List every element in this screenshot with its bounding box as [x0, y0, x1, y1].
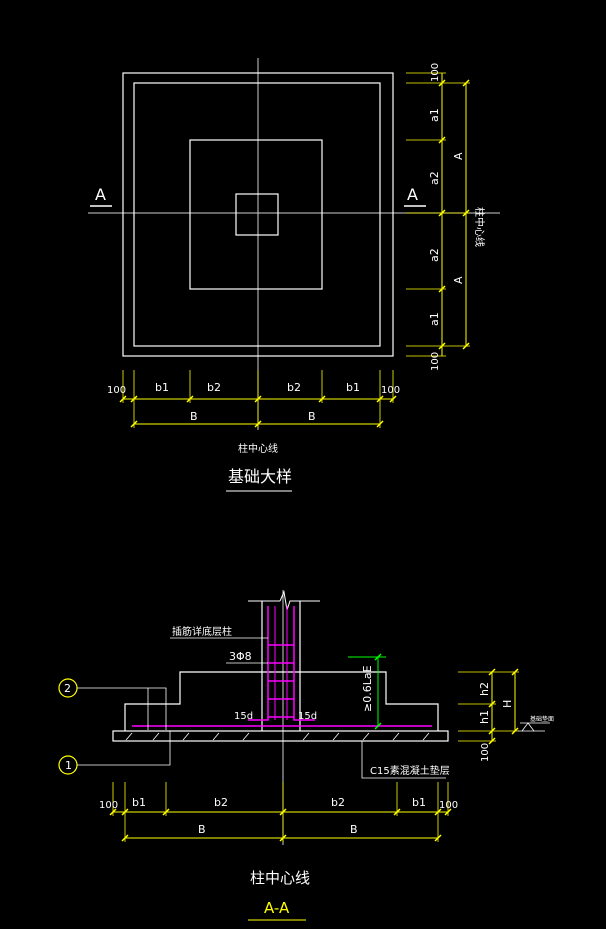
section-dim-left-100: 100: [99, 800, 118, 811]
footing-outline: [124, 671, 439, 731]
plan-dim-A-top: A: [452, 152, 465, 160]
stirrup-label: 3Φ8: [229, 650, 252, 663]
cushion-hatch: [125, 732, 430, 741]
plan-dim-a2-top: a2: [428, 171, 441, 185]
section-dim-H: H: [501, 700, 514, 708]
cushion-label: C15素混凝土垫层: [370, 764, 450, 777]
plan-dim-A-bottom: A: [452, 276, 465, 284]
plan-view: A A 100 a1 a2: [88, 58, 500, 492]
section-dim-100: 100: [480, 743, 491, 762]
plan-column-outline: [235, 193, 279, 236]
plan-dim-b1-right: b1: [346, 381, 360, 394]
section-dim-right-100: 100: [439, 800, 458, 811]
anchorage-dimension: [348, 653, 386, 730]
grade-mark: [518, 722, 550, 732]
section-dim-h1: h1: [478, 710, 491, 724]
section-right-dimensions: [458, 668, 519, 745]
plan-dim-a2-bottom: a2: [428, 248, 441, 262]
plan-dim-left-100: 100: [107, 385, 126, 396]
anchorage-label: ≥0.6LaE: [361, 665, 374, 712]
plan-step-outline: [189, 139, 323, 290]
plan-bottom-dimensions: [119, 370, 397, 428]
column-rebar-label: 插筋详底层柱: [172, 625, 232, 638]
plan-dim-a1-top: a1: [428, 108, 441, 122]
plan-dim-B-right: B: [308, 410, 316, 423]
plan-dim-top-100: 100: [430, 63, 441, 82]
section-dim-b1-right: b1: [412, 796, 426, 809]
grade-label: 基础垫面: [530, 715, 554, 723]
hook-label-left: 15d: [234, 711, 253, 722]
plan-dim-right-100: 100: [381, 385, 400, 396]
rebar: [132, 606, 432, 727]
section-mark-right: A: [407, 185, 418, 204]
plan-dim-a1-bottom: a1: [428, 312, 441, 326]
plan-dim-B-left: B: [190, 410, 198, 423]
section-view: 插筋详底层柱 3Φ8 15d 15d ≥0.6LaE 2 1: [58, 590, 554, 921]
section-dim-b2-left: b2: [214, 796, 228, 809]
plan-dim-bottom-100: 100: [430, 352, 441, 371]
plan-dim-b2-right: b2: [287, 381, 301, 394]
section-title: 柱中心线: [250, 869, 310, 887]
section-mark-left: A: [95, 185, 106, 204]
plan-right-dimensions: [406, 72, 470, 357]
plan-center-line-label: 柱中心线: [473, 207, 486, 247]
plan-dim-b2-left: b2: [207, 381, 221, 394]
section-dim-h2: h2: [478, 682, 491, 696]
plan-footing-outline: [133, 82, 381, 347]
plan-cushion-outline: [122, 72, 394, 357]
section-dim-B-right: B: [350, 823, 358, 836]
callout-2-label: 2: [64, 682, 71, 695]
section-dim-b1-left: b1: [132, 796, 146, 809]
plan-title-small: 柱中心线: [238, 442, 278, 455]
section-dim-b2-right: b2: [331, 796, 345, 809]
section-dim-B-left: B: [198, 823, 206, 836]
callout-1-label: 1: [65, 759, 72, 772]
section-bottom-dimensions: [109, 782, 452, 842]
plan-dim-b1-left: b1: [155, 381, 169, 394]
cushion-layer: [112, 730, 449, 742]
plan-title: 基础大样: [228, 467, 292, 486]
section-subtitle: A-A: [264, 899, 290, 917]
hook-label-right: 15d: [298, 711, 317, 722]
